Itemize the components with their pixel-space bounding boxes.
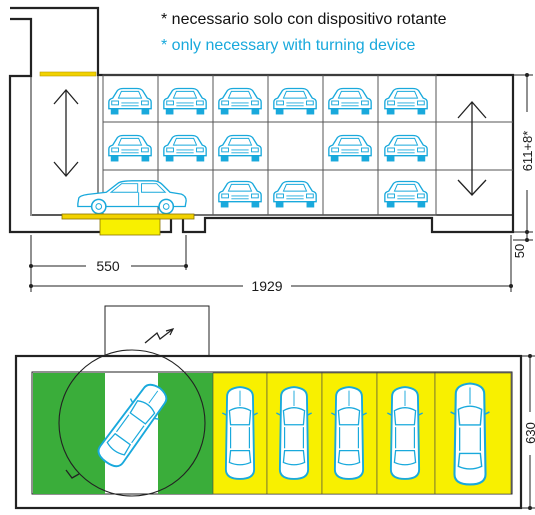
- parked-car: [386, 386, 424, 480]
- rack-arrow-icon: [457, 101, 487, 196]
- parked-car: [449, 382, 491, 486]
- dimension-lines: [29, 73, 533, 292]
- stored-car: [108, 134, 152, 163]
- stored-car: [163, 134, 207, 163]
- dim-rack-height: 611+8*: [520, 131, 535, 172]
- stored-car: [328, 134, 372, 163]
- stored-car: [218, 180, 262, 209]
- turntable-circle: [58, 349, 206, 497]
- elevation-section: 550 1929 611+8* 50: [8, 6, 535, 294]
- stored-car: [328, 87, 372, 116]
- note-italian: * necessario solo con dispositivo rotant…: [161, 11, 447, 28]
- lightning-bolt-icon: [144, 328, 174, 344]
- rotation-arrow-icon: [65, 469, 80, 479]
- building-outline: [8, 6, 515, 234]
- parked-car: [221, 386, 259, 480]
- lift-base: [99, 218, 161, 236]
- parked-car: [330, 386, 368, 480]
- plan-dimension-line: [521, 354, 535, 510]
- stored-car: [273, 180, 317, 209]
- plan-outer-wall: [14, 354, 523, 510]
- dim-total-width: 1929: [251, 278, 282, 294]
- stored-car: [218, 87, 262, 116]
- rack-grid: [102, 74, 513, 216]
- stored-car: [218, 134, 262, 163]
- turntable-strip-left: [33, 373, 105, 494]
- lightning-bolt-icon: [165, 328, 175, 336]
- stored-car: [108, 87, 152, 116]
- entry-box: [104, 305, 210, 356]
- lift-car-side-view: [76, 179, 188, 215]
- stored-car: [384, 87, 428, 116]
- note-english: * only necessary with turning device: [161, 37, 415, 54]
- stored-car: [163, 87, 207, 116]
- dim-pit-depth: 50: [512, 244, 527, 258]
- stored-car: [384, 134, 428, 163]
- lift-top-bar: [39, 71, 97, 77]
- lift-platform: [61, 213, 195, 220]
- dim-left-span: 550: [96, 258, 120, 274]
- lift-arrow-icon: [53, 89, 79, 177]
- plan-section: 630: [14, 305, 535, 510]
- stored-car: [273, 87, 317, 116]
- dim-plan-width: 630: [523, 422, 535, 444]
- stored-car: [384, 180, 428, 209]
- parked-car: [275, 386, 313, 480]
